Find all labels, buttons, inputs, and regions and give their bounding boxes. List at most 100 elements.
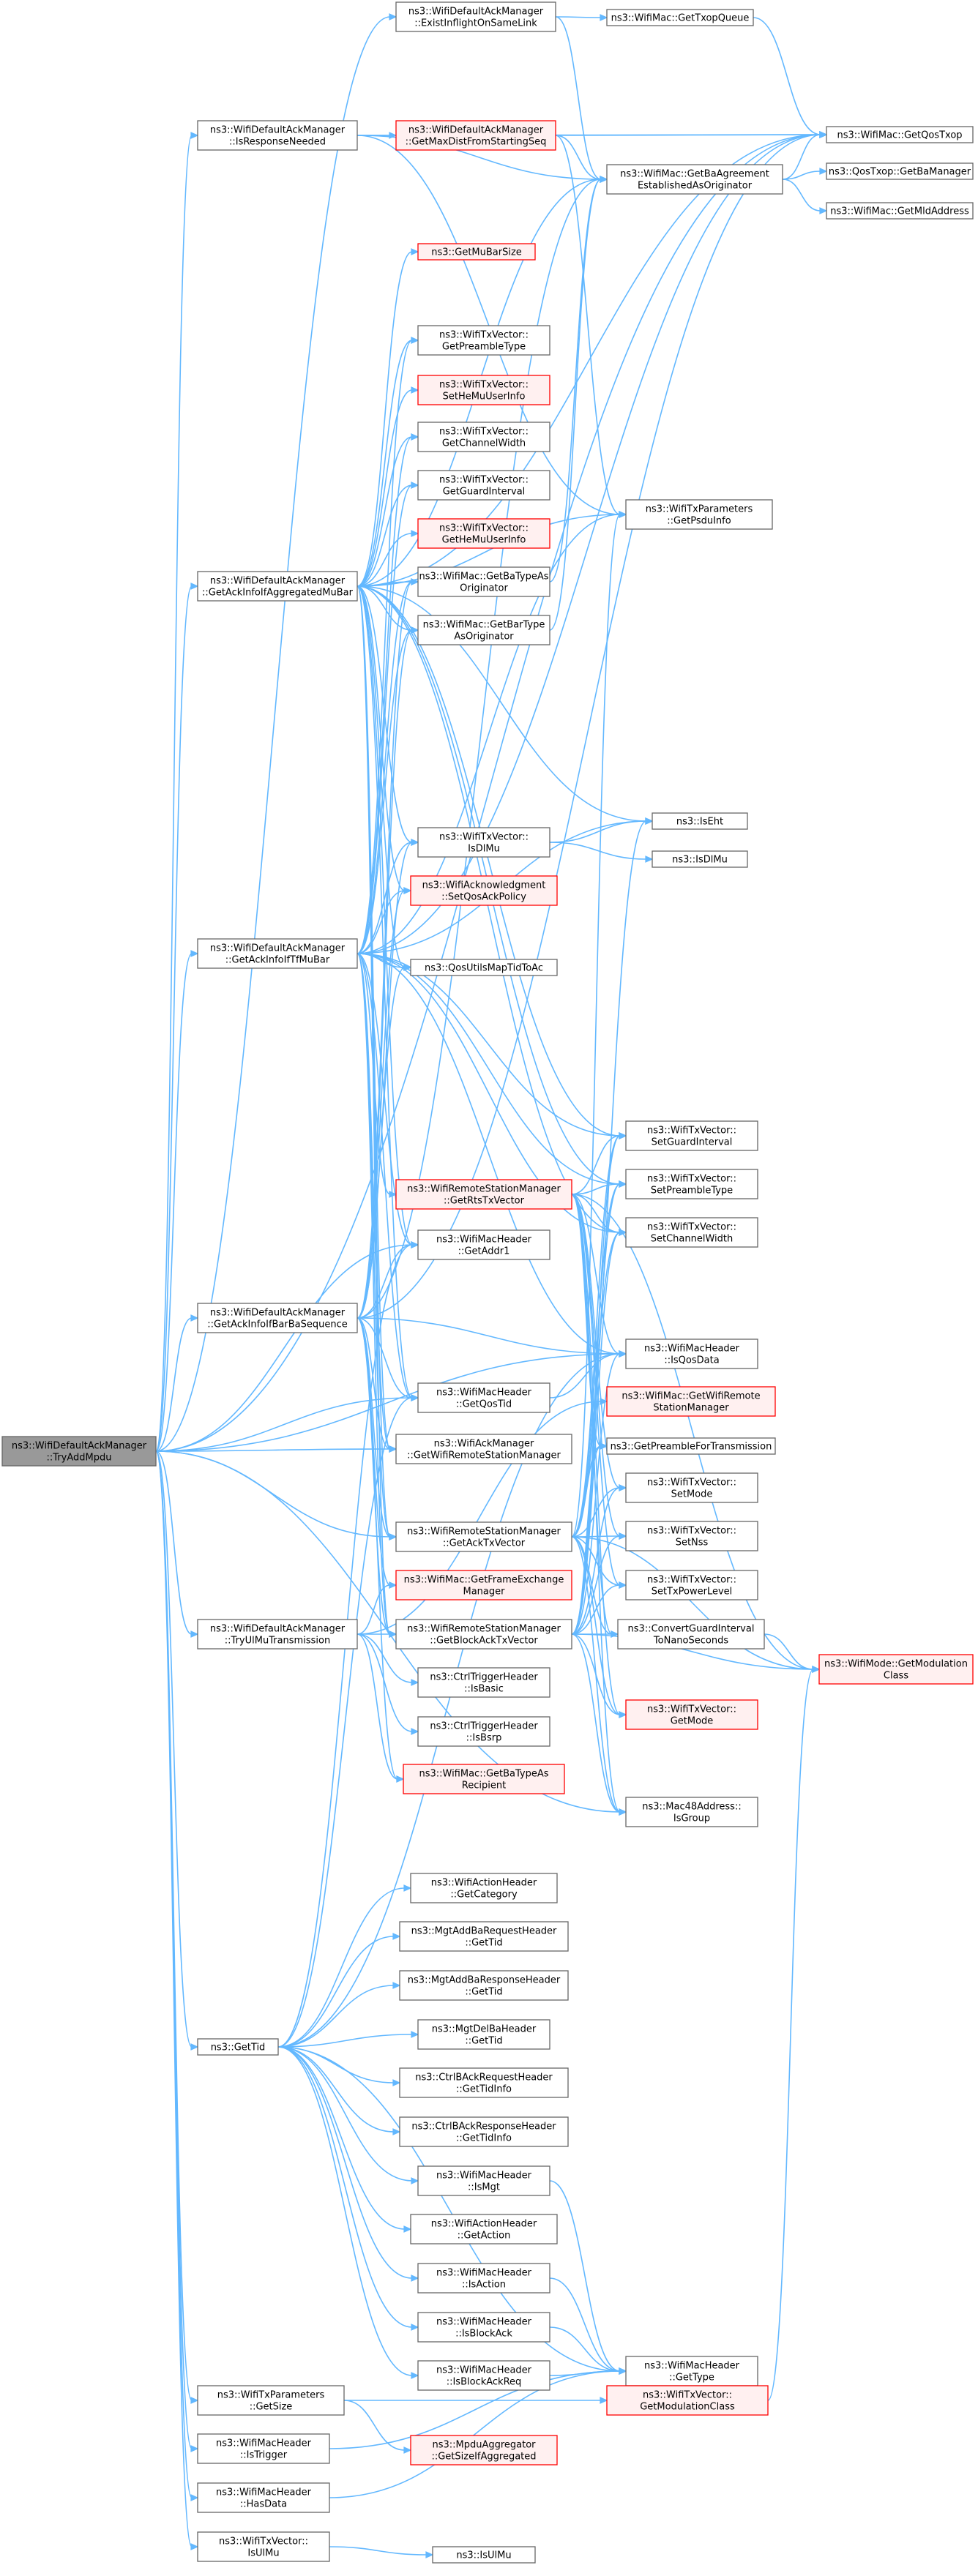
node-box: [625, 1797, 758, 1827]
node-label: Manager: [463, 1587, 506, 1598]
function-node[interactable]: ns3::WifiTxVector::GetGuardInterval: [417, 470, 550, 501]
function-node[interactable]: ns3::WifiTxVector::SetTxPowerLevel: [625, 1570, 758, 1600]
function-node[interactable]: ns3::WifiTxParameters::GetPsduInfo: [625, 499, 773, 530]
function-node[interactable]: ns3::WifiMacHeader::HasData: [197, 2482, 330, 2513]
function-node[interactable]: ns3::GetPreambleForTransmission: [606, 1437, 776, 1455]
function-node[interactable]: ns3::WifiMacHeader::IsTrigger: [197, 2433, 330, 2464]
function-node[interactable]: ns3::WifiDefaultAckManager::GetAckInfoIf…: [197, 571, 358, 602]
function-node[interactable]: ns3::IsUlMu: [432, 2546, 536, 2564]
function-node[interactable]: ns3::WifiMac::GetTxopQueue: [606, 9, 754, 26]
function-node[interactable]: ns3::WifiTxVector::GetMode: [625, 1699, 758, 1730]
function-node[interactable]: ns3::WifiMacHeader::IsQosData: [625, 1338, 758, 1369]
function-node[interactable]: ns3::WifiMode::GetModulationClass: [818, 1654, 974, 1685]
node-box: [410, 2435, 558, 2465]
function-node[interactable]: ns3::CtrlBAckRequestHeader::GetTidInfo: [399, 2067, 569, 2098]
function-node[interactable]: ns3::WifiTxVector::SetGuardInterval: [625, 1120, 758, 1151]
function-node[interactable]: ns3::IsEht: [652, 812, 748, 830]
node-box: [625, 1570, 758, 1600]
node-label: ns3::WifiDefaultAckManager: [210, 1624, 346, 1635]
function-node[interactable]: ns3::MgtAddBaRequestHeader::GetTid: [399, 1921, 569, 1952]
function-node[interactable]: ns3::CtrlTriggerHeader::IsBsrp: [417, 1716, 550, 1747]
arrowhead-icon: [411, 2372, 419, 2379]
node-label: ::GetAckTxVector: [443, 1538, 526, 1549]
function-node[interactable]: ns3::WifiMac::GetQosTxop: [826, 126, 974, 143]
function-node[interactable]: ns3::WifiRemoteStationManager::GetAckTxV…: [395, 1521, 572, 1552]
function-node[interactable]: ns3::WifiMacHeader::IsBlockAckReq: [417, 2360, 550, 2391]
arrowhead-icon: [396, 1775, 405, 1783]
function-node[interactable]: ns3::WifiTxVector::GetHeMuUserInfo: [417, 518, 550, 549]
arrowhead-icon: [392, 1933, 401, 1940]
function-node[interactable]: ns3::WifiTxVector::GetChannelWidth: [417, 422, 550, 452]
function-node[interactable]: ns3::WifiDefaultAckManager::IsResponseNe…: [197, 120, 358, 151]
function-node[interactable]: ns3::GetTid: [197, 2038, 279, 2056]
function-node[interactable]: ns3::MgtAddBaResponseHeader::GetTid: [399, 1970, 569, 2001]
function-node[interactable]: ns3::WifiAcknowledgment::SetQosAckPolicy: [410, 875, 558, 906]
function-node[interactable]: ns3::WifiDefaultAckManager::GetAckInfoIf…: [197, 1303, 358, 1333]
function-node[interactable]: ns3::WifiMac::GetWifiRemoteStationManage…: [606, 1386, 776, 1417]
function-node[interactable]: ns3::IsDlMu: [652, 850, 748, 868]
function-node[interactable]: ns3::Mac48Address::IsGroup: [625, 1797, 758, 1827]
function-node[interactable]: ns3::WifiTxVector::IsUlMu: [197, 2531, 330, 2562]
arrowhead-icon: [619, 1132, 627, 1139]
function-node[interactable]: ns3::WifiMacHeader::IsBlockAck: [417, 2312, 550, 2343]
call-edge-n37-to-n11: [571, 511, 627, 1538]
function-node[interactable]: ns3::WifiTxVector::SetHeMuUserInfo: [417, 375, 550, 405]
function-node[interactable]: ns3::GetMuBarSize: [417, 243, 536, 261]
function-node[interactable]: ns3::WifiDefaultAckManager::GetAckInfoIf…: [197, 938, 358, 969]
function-node[interactable]: ns3::QosUtilsMapTidToAc: [410, 959, 558, 976]
node-box: [410, 2214, 558, 2244]
function-node[interactable]: ns3::WifiTxVector::GetPreambleType: [417, 325, 550, 356]
node-label: ns3::WifiTxVector::: [439, 380, 529, 391]
function-node[interactable]: ns3::MgtDelBaHeader::GetTid: [417, 2019, 550, 2050]
node-box: [1, 1436, 157, 1467]
function-node[interactable]: ns3::WifiRemoteStationManager::GetRtsTxV…: [395, 1179, 572, 1210]
arrowhead-icon: [645, 817, 654, 825]
function-node[interactable]: ns3::WifiTxVector::GetModulationClass: [606, 2385, 769, 2416]
call-edge-n54-to-n56: [277, 2046, 401, 2135]
function-node[interactable]: ns3::QosTxop::GetBaManager: [826, 162, 974, 180]
call-edge-n41-to-n45: [357, 1633, 419, 1686]
function-node[interactable]: ns3::WifiActionHeader::GetAction: [410, 2214, 558, 2244]
function-node[interactable]: ns3::WifiTxVector::SetMode: [625, 1472, 758, 1503]
function-node[interactable]: ns3::WifiTxVector::SetPreambleType: [625, 1169, 758, 1199]
function-node[interactable]: ns3::WifiMac::GetMldAddress: [826, 202, 974, 220]
function-node[interactable]: ns3::MpduAggregator::GetSizeIfAggregated: [410, 2435, 558, 2465]
function-node[interactable]: ns3::WifiMacHeader::GetQosTid: [417, 1382, 550, 1413]
function-node[interactable]: ns3::WifiMacHeader::GetType: [625, 2356, 758, 2386]
function-node[interactable]: ns3::WifiMac::GetBaAgreementEstablishedA…: [606, 164, 783, 195]
function-node[interactable]: ns3::WifiDefaultAckManager::ExistInfligh…: [395, 1, 556, 32]
arrowhead-icon: [190, 950, 199, 957]
function-node[interactable]: ns3::CtrlBAckResponseHeader::GetTidInfo: [399, 2116, 569, 2147]
function-node[interactable]: ns3::WifiMacHeader::GetAddr1: [417, 1229, 550, 1260]
function-node[interactable]: ns3::CtrlTriggerHeader::IsBasic: [417, 1667, 550, 1698]
function-node[interactable]: ns3::WifiTxVector::SetChannelWidth: [625, 1217, 758, 1248]
node-box: [410, 1873, 558, 1903]
node-label: ::SetQosAckPolicy: [441, 892, 526, 903]
call-edge-n23-to-n27: [357, 953, 627, 1188]
node-box: [417, 470, 550, 501]
call-edge-n54-to-n31: [277, 1350, 627, 2048]
function-node[interactable]: ns3::WifiTxVector::IsDlMu: [417, 827, 550, 858]
function-node[interactable]: ns3::WifiDefaultAckManager::TryUlMuTrans…: [197, 1619, 358, 1650]
arrowhead-icon: [411, 482, 419, 489]
function-node[interactable]: ns3::WifiTxVector::SetNss: [625, 1521, 758, 1551]
call-edge-n63-to-n66: [343, 2400, 412, 2454]
root-function-node[interactable]: ns3::WifiDefaultAckManager::TryAddMpdu: [1, 1436, 157, 1467]
node-box: [417, 518, 550, 549]
function-node[interactable]: ns3::WifiDefaultAckManager::GetMaxDistFr…: [395, 120, 556, 151]
function-node[interactable]: ns3::WifiRemoteStationManager::GetBlockA…: [395, 1619, 572, 1650]
function-node[interactable]: ns3::WifiMacHeader::IsAction: [417, 2263, 550, 2294]
node-box: [625, 1472, 758, 1503]
function-node[interactable]: ns3::WifiMacHeader::IsMgt: [417, 2165, 550, 2196]
node-label: ns3::WifiDefaultAckManager: [408, 125, 544, 136]
function-node[interactable]: ns3::WifiTxParameters::GetSize: [197, 2385, 345, 2416]
function-node[interactable]: ns3::WifiActionHeader::GetCategory: [410, 1873, 558, 1903]
function-node[interactable]: ns3::WifiAckManager::GetWifiRemoteStatio…: [395, 1434, 572, 1464]
node-label: ::IsMgt: [468, 2182, 500, 2193]
node-label: GetChannelWidth: [442, 438, 526, 449]
